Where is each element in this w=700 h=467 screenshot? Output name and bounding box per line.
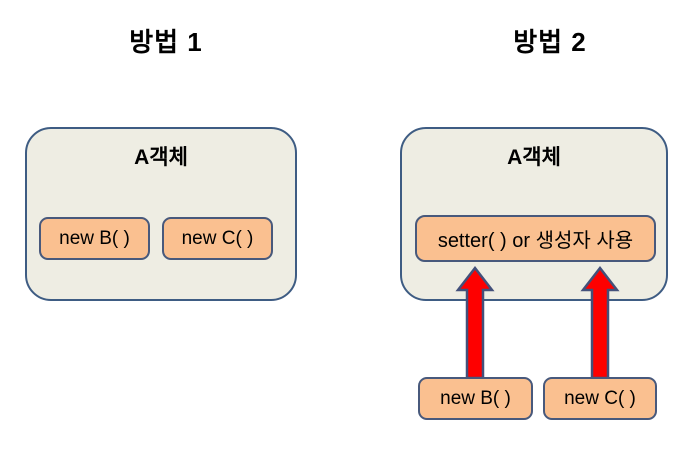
method2-setter-box: setter( ) or 생성자 사용: [415, 215, 656, 262]
method1-new-b-box: new B( ): [39, 217, 150, 260]
method1-title: 방법 1: [129, 27, 203, 57]
method1-object-container: A객체 new B( ) new C( ): [25, 127, 297, 301]
method1-new-c-box: new C( ): [162, 217, 273, 260]
method2-new-b-box: new B( ): [418, 377, 533, 420]
method2-object-label: A객체: [507, 146, 561, 169]
method2-title: 방법 2: [513, 27, 587, 57]
method2-object-container: A객체 setter( ) or 생성자 사용: [400, 127, 668, 301]
method1-object-label: A객체: [134, 146, 188, 169]
method2-new-c-box: new C( ): [543, 377, 657, 420]
